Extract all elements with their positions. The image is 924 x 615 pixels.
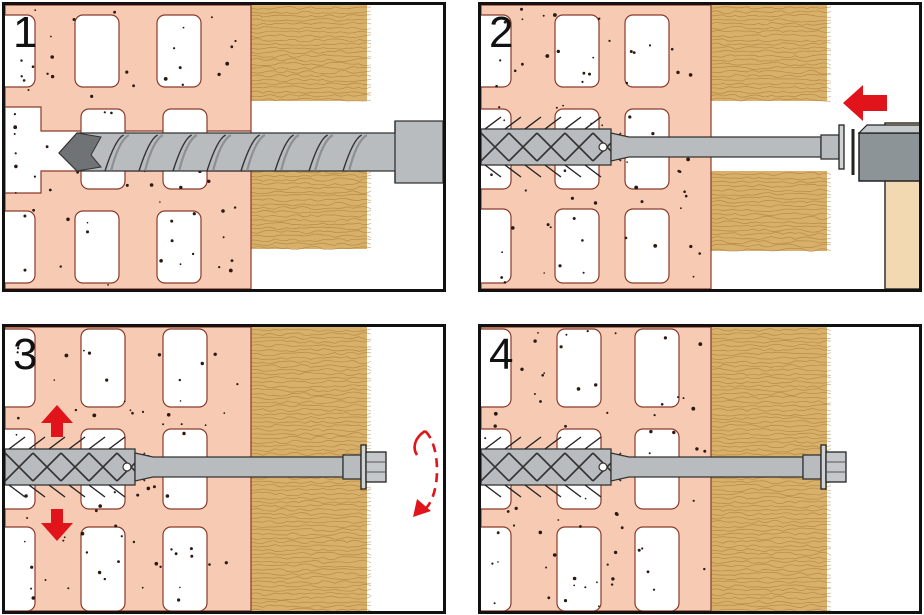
hammer — [851, 122, 919, 289]
expansion-up-arrow — [41, 405, 73, 437]
step-3-illustration — [5, 327, 439, 611]
step-2-illustration — [481, 5, 919, 289]
wood-layer — [250, 5, 372, 251]
wood-layer — [710, 5, 832, 252]
step-1-number: 1 — [13, 8, 38, 57]
frame-anchor-expanding — [5, 436, 387, 498]
installed-anchor — [481, 436, 847, 498]
perforated-brick — [5, 5, 252, 289]
step-2-number: 2 — [489, 8, 514, 57]
hammer-direction-arrow — [843, 85, 887, 121]
step-3-panel: 3 — [2, 324, 446, 614]
frame-anchor — [481, 116, 845, 178]
step-2-panel: 2 — [478, 2, 922, 292]
step-4-illustration — [481, 327, 847, 611]
step-4-number: 4 — [489, 330, 514, 379]
step-1-illustration — [5, 5, 443, 289]
expansion-down-arrow — [41, 509, 73, 541]
drill-bit — [58, 120, 443, 184]
step-4-panel: 4 — [478, 324, 922, 614]
rotation-arrow-icon — [413, 429, 439, 517]
step-3-number: 3 — [13, 330, 38, 379]
step-1-panel: 1 — [2, 2, 446, 292]
